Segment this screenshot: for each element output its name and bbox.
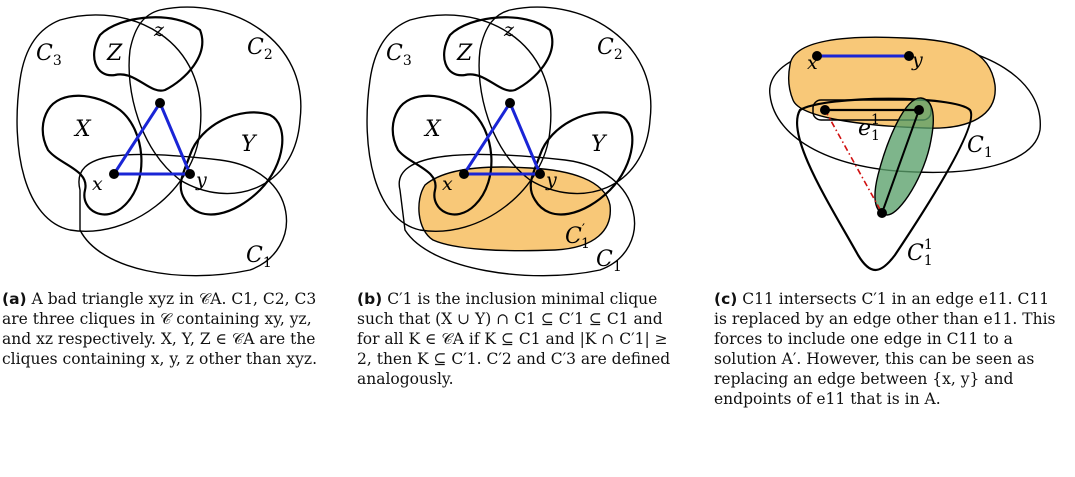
- clique-c1-outline: [398, 153, 636, 277]
- label-c1: C1: [246, 243, 272, 271]
- clique-y-blob: [179, 111, 284, 216]
- label-c3: C3: [36, 41, 62, 69]
- vertex-e1-right: [914, 105, 924, 115]
- panel-b-diagram: C3 C2 C1 C′1 Z X Y z x y: [366, 6, 652, 277]
- caption-a-text: A bad triangle xyz in 𝒞A. C1, C2, C3 are…: [2, 290, 317, 368]
- label-vertex-z: z: [503, 19, 515, 41]
- label-c1: C1: [967, 133, 993, 161]
- label-c3: C3: [386, 41, 412, 69]
- bad-triangle-xyz: [461, 99, 543, 176]
- replacement-edge-region: [874, 97, 934, 216]
- clique-c1-prime-fill: [788, 36, 996, 129]
- vertex-y: [185, 169, 195, 179]
- caption-c-text: C11 intersects C′1 in an edge e11. C11 i…: [714, 290, 1056, 408]
- caption-b-tag: (b): [357, 290, 383, 308]
- vertex-z: [155, 98, 165, 108]
- caption-b-text: C′1 is the inclusion minimal clique such…: [357, 290, 671, 388]
- vertex-y: [904, 51, 914, 61]
- panel-a-diagram: C3 C2 C1 Z X Y z x y: [16, 6, 302, 277]
- label-x-clique: X: [423, 117, 442, 142]
- clique-c2-outline: [478, 6, 652, 195]
- label-vertex-x: x: [442, 173, 453, 195]
- label-c2: C2: [247, 35, 273, 63]
- label-y-clique: Y: [241, 132, 258, 157]
- dashed-dotted-edge: [824, 109, 883, 214]
- vertex-e1-left: [820, 105, 830, 115]
- vertex-x: [812, 51, 822, 61]
- label-vertex-y: y: [195, 169, 207, 191]
- label-c1: C1: [596, 247, 622, 275]
- clique-x-blob: [391, 94, 493, 216]
- label-vertex-x: x: [92, 173, 103, 195]
- label-z-clique: Z: [456, 41, 473, 66]
- clique-c3-outline: [16, 14, 202, 232]
- clique-y-blob: [529, 111, 634, 216]
- clique-z-blob: [93, 16, 204, 92]
- caption-a: (a) A bad triangle xyz in 𝒞A. C1, C2, C3…: [2, 289, 332, 369]
- label-vertex-y: y: [911, 49, 923, 71]
- label-y-clique: Y: [591, 132, 608, 157]
- vertex-x: [459, 169, 469, 179]
- clique-c1-outline: [78, 153, 287, 277]
- clique-z-blob: [443, 16, 554, 92]
- vertex-y: [535, 169, 545, 179]
- bad-triangle-xyz: [111, 99, 193, 176]
- vertex-bottom: [877, 208, 887, 218]
- replacement-edge: [881, 109, 920, 214]
- caption-c-tag: (c): [714, 290, 738, 308]
- label-vertex-y: y: [545, 169, 557, 191]
- clique-c1-prime-fill: [418, 166, 611, 252]
- caption-c: (c) C11 intersects C′1 in an edge e11. C…: [714, 289, 1066, 409]
- vertex-x: [109, 169, 119, 179]
- caption-a-tag: (a): [2, 290, 27, 308]
- label-x-clique: X: [73, 117, 92, 142]
- label-c2: C2: [597, 35, 623, 63]
- caption-b: (b) C′1 is the inclusion minimal clique …: [357, 289, 687, 389]
- vertex-z: [505, 98, 515, 108]
- label-vertex-z: z: [153, 19, 165, 41]
- label-vertex-x: x: [807, 52, 818, 74]
- label-c1-prime: C′1: [565, 222, 590, 252]
- clique-x-blob: [41, 94, 143, 216]
- label-z-clique: Z: [106, 41, 123, 66]
- clique-c3-outline: [366, 14, 552, 232]
- clique-c2-outline: [128, 6, 302, 195]
